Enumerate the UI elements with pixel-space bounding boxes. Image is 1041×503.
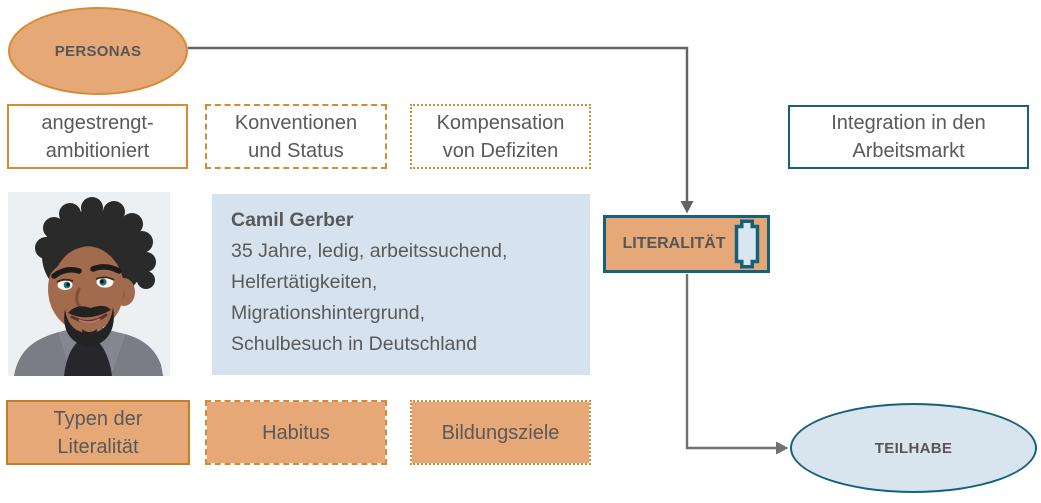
- node-dim-habitus: Habitus: [205, 400, 387, 465]
- male-persona-avatar-icon: [8, 192, 170, 376]
- dimension-label: Bildungsziele: [441, 421, 560, 444]
- node-trait-konventionen-und-status: Konventionen und Status: [205, 104, 387, 169]
- arrowhead-right-icon: [776, 441, 789, 455]
- dimension-label: Typen der Literalität: [53, 407, 143, 458]
- persona-avatar: [8, 192, 170, 376]
- persona-description-card: Camil Gerber 35 Jahre, ledig, arbeitssuc…: [212, 194, 590, 375]
- book-spine-icon: [733, 219, 761, 269]
- node-dim-bildungsziele: Bildungsziele: [410, 400, 591, 465]
- literalitaet-label: LITERALITÄT: [622, 235, 726, 252]
- persona-name: Camil Gerber: [231, 209, 354, 231]
- trait-label: Konventionen und Status: [234, 111, 358, 162]
- node-personas: PERSONAS: [8, 7, 188, 95]
- node-teilhabe: TEILHABE: [790, 403, 1037, 493]
- node-trait-kompensation-von-defiziten: Kompensation von Defiziten: [410, 104, 591, 169]
- node-literalitaet: LITERALITÄT: [603, 215, 770, 273]
- node-integration-arbeitsmarkt: Integration in den Arbeitsmarkt: [788, 105, 1029, 169]
- integration-label: Integration in den Arbeitsmarkt: [831, 112, 986, 162]
- dimension-label: Habitus: [262, 421, 330, 444]
- node-trait-angestrengt-ambitioniert: angestrengt- ambitioniert: [7, 104, 188, 169]
- arrowhead-down-icon: [680, 201, 694, 214]
- personas-label: PERSONAS: [54, 42, 142, 60]
- teilhabe-label: TEILHABE: [874, 439, 953, 457]
- trait-label: Kompensation von Defiziten: [436, 111, 565, 162]
- node-dim-typen-der-literalitaet: Typen der Literalität: [6, 400, 190, 465]
- persona-details: 35 Jahre, ledig, arbeitssuchend, Helfert…: [231, 240, 508, 355]
- trait-label: angestrengt- ambitioniert: [41, 111, 154, 162]
